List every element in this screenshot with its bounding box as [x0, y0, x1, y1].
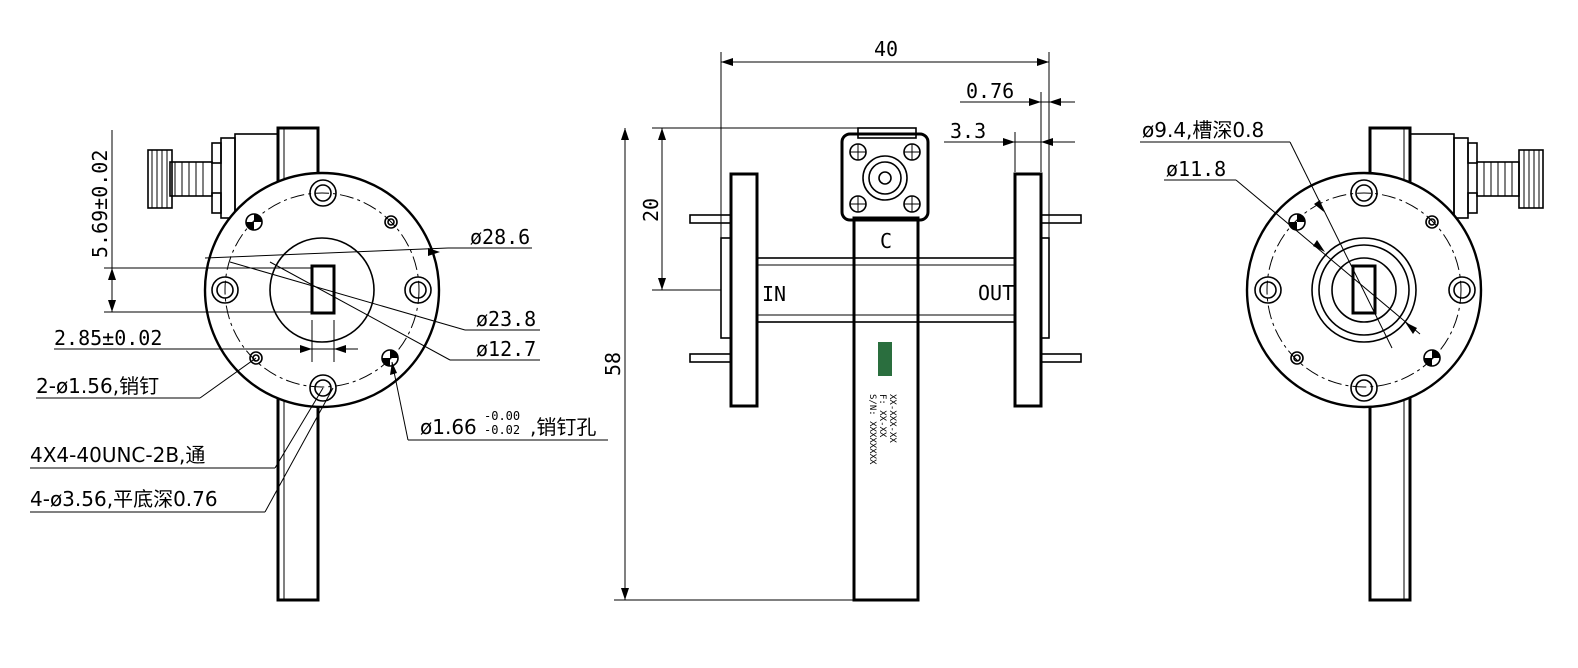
- port-in-label: IN: [762, 282, 786, 306]
- flange-out: [1013, 172, 1043, 408]
- note-pins: 2-ø1.56,销钉: [36, 374, 159, 398]
- dim-5-69: 5.69±0.02: [88, 150, 112, 258]
- right-bolt-hole-bottom: [1350, 374, 1378, 402]
- note-pin-hole: ø1.66 -0.00 -0.02 ,销钉孔: [420, 409, 596, 439]
- left-sma-connector: [147, 133, 279, 225]
- left-choke-circle: [269, 237, 375, 343]
- coupled-arm: [852, 216, 920, 602]
- right-view: ø9.4,槽深0.8 ø11.8: [1140, 118, 1544, 602]
- left-bolt-hole-top: [309, 179, 337, 207]
- center-view: IN OUT C XX-XXX-XX F: XX-XX S/N: XXXXXXX…: [601, 37, 1082, 602]
- dim-20: 20: [639, 198, 663, 222]
- svg-text:S/N: XXXXXXXX: S/N: XXXXXXXX: [867, 394, 877, 465]
- dim-3-3: 3.3: [950, 119, 986, 143]
- left-view: 5.69±0.02 2.85±0.02 ø28.6 ø23.8 ø12.7 2-…: [30, 126, 608, 602]
- right-groove-inner: [1318, 244, 1410, 336]
- main-waveguide: [756, 257, 1016, 323]
- svg-text:,销钉孔: ,销钉孔: [530, 415, 596, 439]
- left-pin-small-right: [384, 215, 398, 229]
- dim-dia-23-8: ø23.8: [476, 307, 536, 331]
- right-bolt-hole-left: [1254, 276, 1282, 304]
- sma-connector-top: [840, 127, 930, 222]
- dim-dia-12-7: ø12.7: [476, 337, 536, 361]
- right-groove-outer: [1311, 237, 1417, 343]
- right-bolt-hole-top: [1350, 179, 1378, 207]
- left-waveguide-opening: [310, 264, 336, 315]
- right-pin-small-left: [1290, 351, 1304, 365]
- svg-text:-0.00: -0.00: [484, 409, 520, 423]
- port-c-label: C: [880, 229, 892, 253]
- left-pin-small-left: [249, 351, 263, 365]
- note-thread: 4X4-40UNC-2B,通: [30, 443, 205, 467]
- left-bolt-circle: [224, 192, 420, 388]
- svg-text:XX-XXX-XX: XX-XXX-XX: [887, 394, 897, 443]
- left-bolt-hole-bottom: [309, 374, 337, 402]
- right-pin-small-right: [1425, 215, 1439, 229]
- right-waveguide-opening: [1351, 264, 1377, 315]
- note-counterbore: 4-ø3.56,平底深0.76: [30, 487, 218, 511]
- flange-in: [729, 172, 759, 408]
- dim-0-76: 0.76: [966, 79, 1014, 103]
- port-out-label: OUT: [978, 281, 1014, 305]
- svg-text:F: XX-XX: F: XX-XX: [877, 394, 887, 438]
- left-pin-top-left: [245, 213, 263, 231]
- right-pin-bottom-right: [1423, 349, 1441, 367]
- left-bolt-hole-left: [211, 276, 239, 304]
- right-flange: [1245, 171, 1483, 409]
- product-label: XX-XXX-XX F: XX-XX S/N: XXXXXXXX: [867, 342, 897, 465]
- dim-58: 58: [601, 352, 625, 376]
- svg-text:-0.02: -0.02: [484, 423, 520, 437]
- right-bolt-circle: [1266, 192, 1462, 388]
- left-bolt-hole-right: [404, 276, 432, 304]
- dim-2-85: 2.85±0.02: [54, 326, 162, 350]
- svg-text:ø1.66: ø1.66: [420, 415, 477, 439]
- dim-dia-11-8: ø11.8: [1166, 157, 1226, 181]
- right-bolt-hole-right: [1448, 276, 1476, 304]
- right-pin-top-left: [1288, 213, 1306, 231]
- left-pin-bottom-right: [381, 349, 399, 367]
- dim-dia-28-6: ø28.6: [470, 225, 530, 249]
- dim-40: 40: [874, 37, 898, 61]
- note-groove: ø9.4,槽深0.8: [1142, 118, 1264, 142]
